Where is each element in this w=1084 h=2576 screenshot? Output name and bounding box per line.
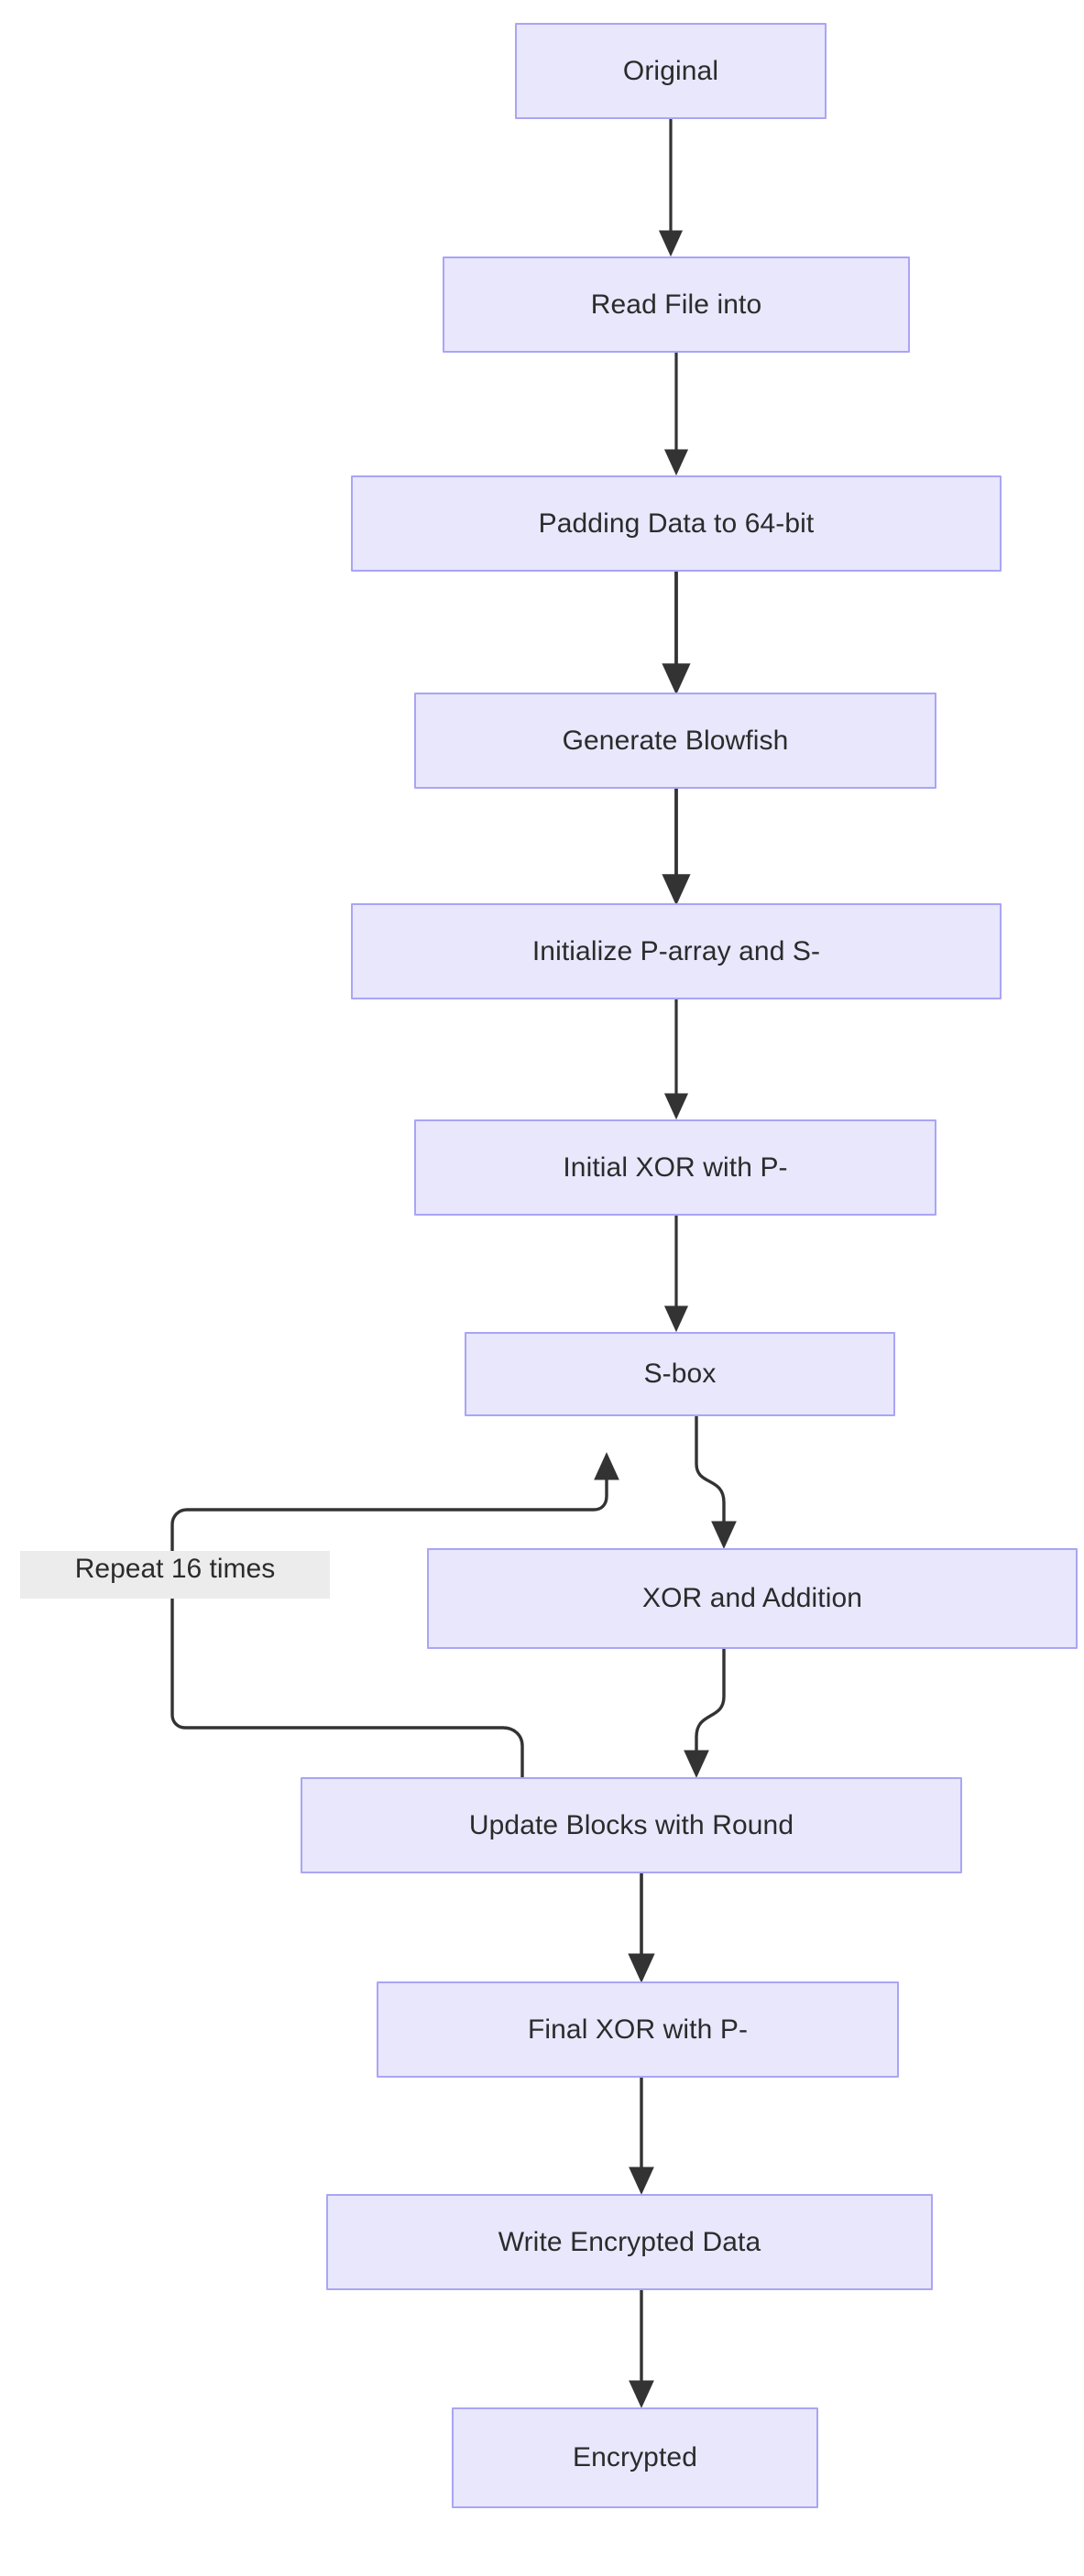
edge-label-repeat-16-times: Repeat 16 times xyxy=(20,1551,330,1599)
node-label-initialize-p-array-s-box: Initialize P-array and S- xyxy=(531,935,821,966)
node-label-generate-blowfish: Generate Blowfish xyxy=(562,725,789,756)
node-label-write-encrypted-data: Write Encrypted Data xyxy=(498,2226,761,2257)
node-label-final-xor-with-p: Final XOR with P- xyxy=(527,2014,749,2045)
node-label-xor-and-addition: XOR and Addition xyxy=(641,1583,863,1613)
node-initialize-p-array-s-box[interactable]: Initialize P-array and S- xyxy=(351,903,1002,999)
node-label-original: Original xyxy=(622,55,719,86)
node-s-box[interactable]: S-box xyxy=(465,1332,895,1416)
node-read-file-into[interactable]: Read File into xyxy=(443,257,910,353)
node-padding-data-64bit[interactable]: Padding Data to 64-bit xyxy=(351,475,1002,572)
node-write-encrypted-data[interactable]: Write Encrypted Data xyxy=(326,2194,933,2290)
node-label-encrypted: Encrypted xyxy=(573,2442,697,2472)
node-label-read-file-into: Read File into xyxy=(590,289,762,320)
node-update-blocks-with-round[interactable]: Update Blocks with Round xyxy=(301,1777,962,1873)
edge-sbox-to-xor-addition xyxy=(695,1416,737,1549)
node-final-xor-with-p[interactable]: Final XOR with P- xyxy=(377,1981,899,2078)
node-initial-xor-with-p[interactable]: Initial XOR with P- xyxy=(414,1119,936,1216)
node-label-s-box: S-box xyxy=(643,1359,717,1389)
node-label-update-blocks-with-round: Update Blocks with Round xyxy=(468,1809,794,1840)
edge-xor-addition-to-update-blocks xyxy=(684,1649,726,1778)
node-xor-and-addition[interactable]: XOR and Addition xyxy=(427,1548,1078,1649)
node-generate-blowfish[interactable]: Generate Blowfish xyxy=(414,693,936,789)
node-original[interactable]: Original xyxy=(515,23,827,119)
node-label-initial-xor-with-p: Initial XOR with P- xyxy=(563,1152,788,1183)
node-encrypted[interactable]: Encrypted xyxy=(452,2407,818,2508)
node-label-padding-data-64bit: Padding Data to 64-bit xyxy=(538,508,815,539)
